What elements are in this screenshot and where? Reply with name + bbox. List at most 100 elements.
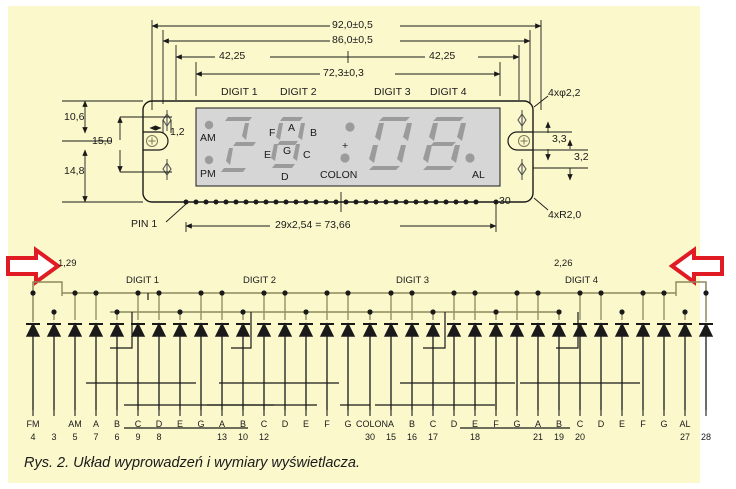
dim-hole-to-hole: 15,0 [92,135,113,147]
schematic-junction-dot [198,290,204,296]
dim-hole-to-bottom: 14,8 [64,165,85,177]
pin-signal-label: B [408,419,415,429]
diode-symbol [551,322,567,337]
schematic-junction-dot [367,309,373,315]
schematic-junction-dot [72,290,78,296]
schematic-digit-2-label: DIGIT 2 [243,275,277,286]
segment-b-label: B [310,127,318,139]
pin-number-label: 20 [574,432,585,442]
lcd-am-label: AM [200,132,216,144]
schematic-junction-dot [114,309,120,315]
pin-signal-label: E [176,419,183,429]
lcd-colon-label: COLON [320,169,358,181]
diode-symbol [340,322,356,337]
pin-signal-label: G [660,419,668,429]
pin-signal-label: E [302,419,309,429]
pin-signal-label: D [281,419,289,429]
schematic-junction-dot [388,290,394,296]
mechanical-drawing [62,20,588,232]
diode-symbol [109,322,125,337]
segment-c-label: C [303,149,311,161]
pin-signal-label: F [493,419,499,429]
pin-number-label: 16 [406,432,417,442]
dim-slot-height: 3,2 [574,151,589,163]
pin-1-label: PIN 1 [131,218,158,230]
pin-number-label: 5 [72,432,78,442]
pin-number-label: 18 [469,432,480,442]
pin-signal-label: G [197,419,205,429]
digit-2-label-top: DIGIT 2 [280,86,317,98]
diode-symbol [572,322,588,337]
segment-a-label: A [288,122,296,134]
pin-number-label: 8 [156,432,162,442]
pin-signal-label: AM [68,419,82,429]
pin-number-label: 9 [135,432,141,442]
schematic-junction-dot [661,290,667,296]
schematic-junction-dot [156,290,162,296]
diode-symbol [509,322,525,337]
pin-number-label: 7 [93,432,99,442]
pin-signal-label: F [640,419,646,429]
pin-signal-label: A [92,419,99,429]
schematic-junction-dot [30,290,36,296]
pin-signal-label: B [555,419,562,429]
diode-symbol [25,322,41,337]
backplane-left-label: 1,29 [58,258,77,269]
schematic-junction-dot [51,309,57,315]
schematic-digit-1-label: DIGIT 1 [126,275,160,286]
dim-half-span-right: 42,25 [429,50,456,62]
pin-signal-label: D [597,419,605,429]
dim-mounting-hole-span: 86,0±0,5 [332,34,373,46]
right-red-arrow [668,246,724,286]
digit-3-label-top: DIGIT 3 [374,86,411,98]
pin-pitch-dimension: 29x2,54 = 73,66 [275,219,351,231]
schematic-junction-dot [282,290,288,296]
pin-number-label: 21 [532,432,543,442]
diode-symbol [362,322,378,337]
pin-signal-label: A [218,419,225,429]
figure-background [8,6,700,483]
diode-symbol [46,322,62,337]
diode-symbol [677,322,693,337]
pin-signal-label: G [513,419,521,429]
backplane-right-label: 2,26 [554,258,573,269]
schematic-junction-dot [219,290,225,296]
schematic-junction-dot [493,309,499,315]
diode-symbol [298,322,314,337]
diode-symbol [67,322,83,337]
dim-half-span-left: 42,25 [219,50,246,62]
pin-number-label: 3 [51,432,57,442]
schematic-junction-dot [135,290,141,296]
figure-caption: Rys. 2. Układ wyprowadzeń i wymiary wyśw… [24,455,361,471]
diode-symbol [593,322,609,337]
diode-symbol [614,322,630,337]
pin-signal-label: A [387,419,394,429]
diode-symbol [446,322,462,337]
schematic-junction-dot [303,309,309,315]
segment-e-label: E [264,149,272,161]
schematic-junction-dot [430,309,436,315]
schematic-junction-dot [472,290,478,296]
schematic-junction-dot [535,290,541,296]
diode-symbol [488,322,504,337]
pin-number-label: 6 [114,432,120,442]
dim-overall-width: 92,0±0,5 [332,19,373,31]
diode-symbol [319,322,335,337]
schematic-digit-3-label: DIGIT 3 [396,275,430,286]
schematic-junction-dot [451,290,457,296]
diode-symbol [383,322,399,337]
schematic-junction-dot [703,290,709,296]
lcd-plus-label: + [342,140,349,152]
diode-symbol [530,322,546,337]
pin-number-label: 19 [553,432,564,442]
diode-symbol [193,322,209,337]
pin-signal-label: A [534,419,541,429]
pin-number-label: 12 [258,432,269,442]
pin-signal-label: D [450,419,458,429]
pin-number-label: 17 [427,432,438,442]
segment-g-label: G [283,145,292,157]
lcd-alarm-label: AL [472,169,485,181]
left-red-arrow [6,246,62,286]
segment-f-label: F [269,127,276,139]
